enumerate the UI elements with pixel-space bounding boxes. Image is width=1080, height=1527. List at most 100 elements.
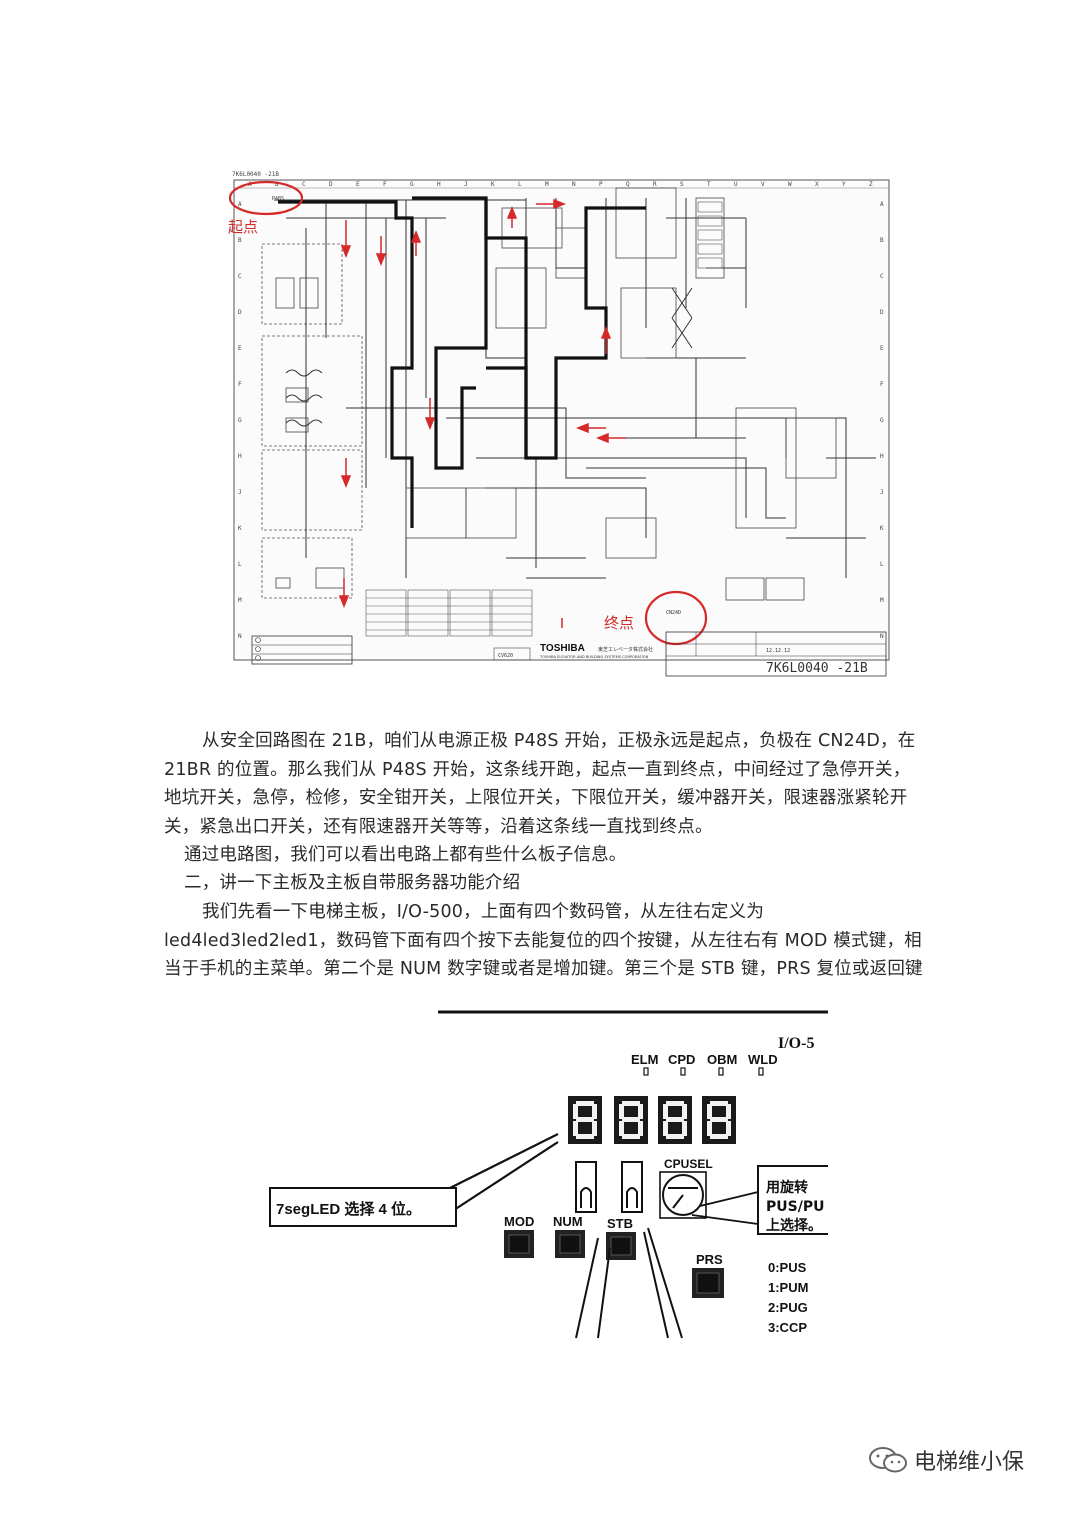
num-button[interactable] [555, 1230, 585, 1258]
led-digit [658, 1096, 692, 1144]
column-letter: V [761, 181, 765, 188]
row-letter: K [880, 525, 884, 532]
column-letter: E [356, 181, 360, 188]
led-digit [614, 1096, 648, 1144]
cpu-option-1: 1:PUM [768, 1280, 808, 1295]
row-letter: J [238, 489, 242, 496]
led-digit [702, 1096, 736, 1144]
paragraph-board-info: 通过电路图，我们可以看出电路上都有些什么板子信息。 [184, 845, 627, 865]
column-letter: T [707, 181, 711, 188]
cpu-option-0: 0:PUS [768, 1260, 807, 1275]
column-letter: G [410, 181, 414, 188]
board-name: I/O-5 [778, 1035, 814, 1052]
title-date: 12.12.12 [766, 648, 790, 654]
drawing-number: 7K6L0040 -21B [232, 171, 279, 178]
row-letter: F [238, 381, 242, 388]
column-letter: K [491, 181, 495, 188]
row-letter: M [238, 597, 242, 604]
column-letter: S [680, 181, 684, 188]
row-letter: B [238, 237, 242, 244]
watermark-text: 电梯维小保 [914, 1450, 1025, 1475]
prs-label: PRS [696, 1252, 723, 1267]
rotary-callout-line3: 上选择。 [766, 1217, 822, 1234]
mod-label: MOD [504, 1214, 534, 1229]
row-letter: A [880, 201, 884, 208]
wechat-icon [869, 1447, 907, 1473]
row-letter: B [880, 237, 884, 244]
column-letter: Y [842, 181, 846, 188]
column-letter: J [464, 181, 468, 188]
row-letter: C [880, 273, 884, 280]
column-letter: B [275, 181, 279, 188]
row-letter: C [238, 273, 242, 280]
indicator-obm: OBM [707, 1052, 737, 1067]
column-letter: H [437, 181, 441, 188]
column-letter: Q [626, 181, 630, 188]
row-letter: D [880, 309, 884, 316]
column-letter: R [653, 181, 657, 188]
row-letter: E [238, 345, 242, 352]
row-letter: L [880, 561, 884, 568]
column-letter: Z [869, 181, 873, 188]
section-heading: 二，讲一下主板及主板自带服务器功能介绍 [184, 873, 521, 893]
title-number: 7K6L0040 -21B [766, 661, 868, 676]
column-letter: U [734, 181, 738, 188]
num-label: NUM [553, 1214, 583, 1229]
led-digit [568, 1096, 602, 1144]
row-letter: H [880, 453, 884, 460]
end-tag: CN24D [666, 610, 681, 616]
paragraph-mainboard: 我们先看一下电梯主板，I/O-500，上面有四个数码管，从左往右定义为 led4… [164, 902, 923, 979]
column-letter: C [302, 181, 306, 188]
rotary-callout-line1: 用旋转 [766, 1179, 808, 1196]
row-letter: F [880, 381, 884, 388]
toshiba-logo: TOSHIBA [540, 643, 585, 654]
row-letter: D [238, 309, 242, 316]
cpu-option-3: 3:CCP [768, 1320, 807, 1335]
row-letter: E [880, 345, 884, 352]
indicator-wld: WLD [748, 1052, 778, 1067]
row-letter: G [238, 417, 242, 424]
seven-segment-displays [568, 1096, 736, 1144]
rotary-label: CPUSEL [664, 1157, 713, 1171]
board-drawing: I/O-5 ELM CPD OBM WLD 7segLED 选择 4 位。 CP… [269, 1010, 828, 1339]
paragraph-safety-circuit: 从安全回路图在 21B，咱们从电源正极 P48S 开始，正极永远是起点，负极在 … [164, 731, 916, 837]
schematic-drawing: 7K6L0040 -21B A B C D E F G H J K L M N P Q R S T U V W X Y Z A… [228, 171, 890, 677]
prs-button[interactable] [692, 1268, 724, 1298]
column-letter: M [545, 181, 549, 188]
indicator-cpd: CPD [668, 1052, 695, 1067]
watermark: 电梯维小保 [868, 1440, 1024, 1480]
end-label: 终点 [604, 614, 634, 632]
row-letter: H [238, 453, 242, 460]
toshiba-en: TOSHIBA ELEVATOR AND BUILDING SYSTEMS CO… [539, 655, 649, 659]
column-letter: L [518, 181, 522, 188]
column-letter: D [329, 181, 333, 188]
stb-label: STB [607, 1216, 633, 1231]
start-tag: P48S [272, 196, 284, 202]
row-letter: N [238, 633, 242, 640]
row-letter: A [238, 201, 242, 208]
mod-button[interactable] [504, 1230, 534, 1258]
column-letter: W [788, 181, 792, 188]
seg-callout: 7segLED 选择 4 位。 [276, 1200, 421, 1218]
row-letter: N [880, 633, 884, 640]
indicator-elm: ELM [631, 1052, 658, 1067]
start-circle [228, 180, 304, 216]
cpu-option-2: 2:PUG [768, 1300, 808, 1315]
column-letter: F [383, 181, 387, 188]
row-letter: G [880, 417, 884, 424]
column-letter: P [599, 181, 603, 188]
rotary-callout-line2: PUS/PU [766, 1199, 824, 1215]
row-letters: A A B B C C D D E E F F G G H H J J K K L L M M N N [238, 201, 884, 640]
row-letter: L [238, 561, 242, 568]
cv-label: CV620 [498, 653, 513, 659]
row-letter: J [880, 489, 884, 496]
stb-button[interactable] [606, 1232, 636, 1260]
row-letter: M [880, 597, 884, 604]
column-letter: N [572, 181, 576, 188]
io500-board-image: I/O-5 ELM CPD OBM WLD 7segLED 选择 4 位。 CP… [268, 1008, 828, 1344]
start-label: 起点 [228, 218, 258, 236]
column-letter: X [815, 181, 819, 188]
safety-circuit-schematic: 7K6L0040 -21B A B C D E F G H J K L M N P Q R S T U V W X Y Z A… [226, 158, 896, 690]
toshiba-jp: 東芝エレベータ株式会社 [598, 646, 653, 653]
row-letter: K [238, 525, 242, 532]
